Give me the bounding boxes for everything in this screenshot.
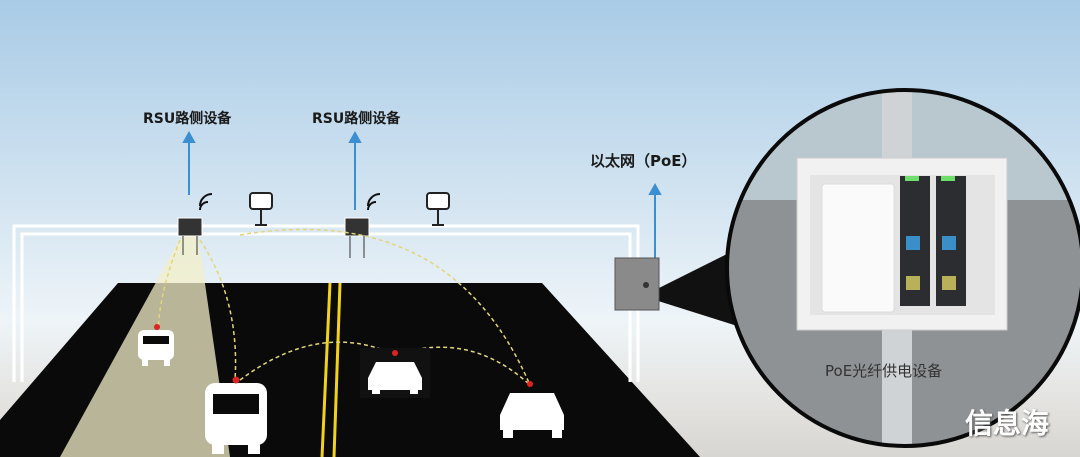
car-icon (360, 348, 430, 398)
poe-cabinet-icon (614, 257, 660, 311)
poe-device-label: PoE光纤供电设备 (825, 362, 943, 380)
rsu-label: RSU路侧设备 (143, 111, 232, 127)
watermark: 信息海 (965, 407, 1050, 440)
camera-icon (249, 192, 450, 226)
car-icon (500, 381, 564, 438)
ethernet-poe-label: 以太网（PoE） (590, 152, 697, 170)
rsu-device-icon (177, 193, 213, 255)
rsu-label: RSU路侧设备 (312, 111, 401, 127)
lane-line (320, 282, 332, 457)
rsu-device-icon (344, 193, 381, 258)
magnified-view (727, 90, 1080, 446)
bus-icon (138, 324, 174, 366)
bus-icon (205, 376, 267, 454)
lane-line (332, 282, 342, 457)
arrow-icon (182, 130, 662, 258)
